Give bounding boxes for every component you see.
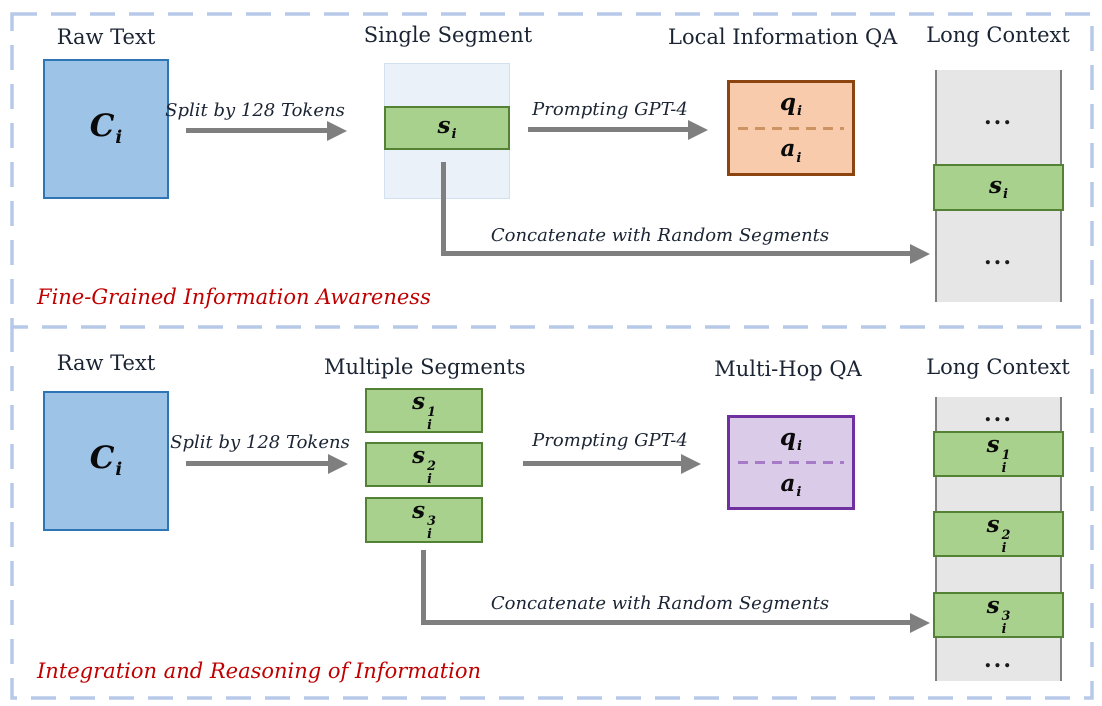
bottom-qa-box: qi ai	[727, 415, 855, 510]
bottom-qa-answer-symbol: ai	[780, 469, 802, 500]
bottom-prompt-arrow-label: Prompting GPT-4	[532, 430, 688, 451]
bottom-qa-answer-cell: ai	[730, 464, 852, 507]
top-qa-answer-cell: ai	[730, 130, 852, 174]
top-qa-question-cell: qi	[730, 83, 852, 127]
bottom-long-context-label: Long Context	[926, 355, 1070, 379]
top-lc-ellipsis-bottom: ...	[984, 243, 1013, 270]
bottom-split-arrow-line	[186, 461, 328, 466]
top-raw-text-box: Ci	[43, 59, 169, 199]
top-raw-text-symbol: Ci	[89, 107, 123, 149]
top-qa-label: Local Information QA	[668, 25, 898, 49]
top-qa-answer-symbol: ai	[780, 135, 802, 166]
bottom-prompt-arrow-icon	[681, 453, 701, 474]
top-panel-caption: Fine-Grained Information Awareness	[37, 285, 431, 309]
top-qa-question-symbol: qi	[779, 88, 803, 120]
bottom-concat-arrow-icon	[910, 612, 930, 633]
top-concat-arrow-icon	[910, 243, 930, 264]
bottom-split-arrow-icon	[328, 453, 348, 474]
bottom-panel-border	[10, 327, 1094, 700]
top-concat-connector-horizontal	[441, 251, 910, 256]
top-split-arrow-line	[186, 128, 327, 133]
bottom-split-arrow-label: Split by 128 Tokens	[170, 432, 350, 453]
bottom-raw-text-symbol: Ci	[89, 439, 123, 481]
top-raw-text-label: Raw Text	[56, 25, 156, 49]
bottom-raw-text-label: Raw Text	[56, 351, 156, 375]
top-lc-segment-symbol: si	[988, 171, 1009, 202]
bottom-concat-connector-vertical	[421, 550, 426, 625]
bottom-concat-arrow-label: Concatenate with Random Segments	[490, 593, 830, 614]
top-concat-arrow-label: Concatenate with Random Segments	[490, 225, 830, 246]
bottom-raw-text-box: Ci	[43, 391, 169, 531]
top-segment-symbol: si	[437, 112, 457, 143]
bottom-panel-caption: Integration and Reasoning of Information	[37, 659, 482, 683]
top-lc-segment-row: si	[933, 164, 1064, 211]
top-qa-box: qi ai	[727, 80, 855, 176]
top-split-arrow-icon	[327, 120, 347, 141]
bottom-segments-label: Multiple Segments	[324, 355, 526, 379]
bottom-lc-ellipsis-bottom: ...	[984, 646, 1013, 673]
top-long-context-label: Long Context	[926, 23, 1070, 47]
top-prompt-arrow-label: Prompting GPT-4	[532, 99, 688, 120]
bottom-qa-question-cell: qi	[730, 418, 852, 461]
bottom-lc-ellipsis-top: ...	[984, 401, 1013, 427]
top-lc-ellipsis-top: ...	[984, 104, 1013, 130]
bottom-qa-question-symbol: qi	[779, 423, 803, 454]
bottom-qa-divider	[738, 461, 844, 464]
top-panel-border	[10, 12, 1094, 329]
top-split-arrow-label: Split by 128 Tokens	[165, 100, 345, 121]
top-segment-label: Single Segment	[363, 23, 533, 47]
top-prompt-arrow-line	[528, 127, 688, 132]
top-segment-box: si	[384, 106, 510, 150]
top-prompt-arrow-icon	[688, 119, 708, 140]
bottom-prompt-arrow-line	[523, 461, 681, 466]
top-qa-divider	[738, 126, 844, 130]
top-concat-connector-vertical	[441, 162, 446, 256]
bottom-concat-connector-horizontal	[421, 620, 910, 625]
bottom-qa-label: Multi-Hop QA	[714, 357, 862, 381]
